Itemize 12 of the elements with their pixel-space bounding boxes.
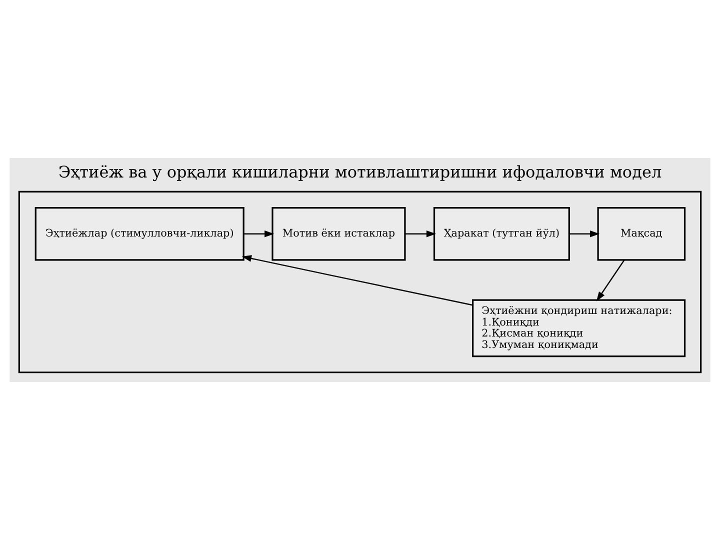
cluster (18, 190, 702, 374)
arrow (405, 230, 436, 238)
node-box: Эҳтиёжни қондириш натижалари: 1.Қониқди 2.Қисман қониқди 3.Умуман қониқмади (472, 299, 686, 358)
arrow (596, 260, 625, 302)
node-box: Мотив ёки истаклар (272, 206, 406, 261)
node-box: Ҳаракат (тутган йўл) (433, 206, 570, 261)
arrow (244, 230, 274, 238)
node-box: Эҳтиёжлар (стимулловчи-ликлар) (34, 206, 244, 261)
node-box: Мақсад (597, 206, 686, 261)
arrow (242, 255, 473, 306)
arrow (569, 230, 600, 238)
diagram-title: Эҳтиёж ва у орқали кишиларни мотивлаштиришни ифодаловчи модел (58, 162, 662, 182)
